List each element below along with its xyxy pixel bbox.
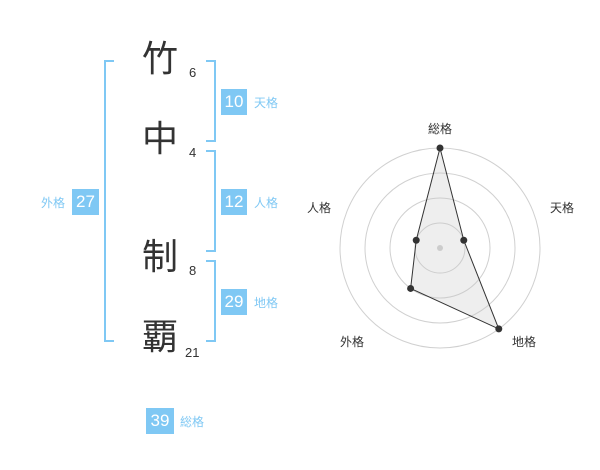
radar-point-2	[495, 325, 503, 333]
name-char-3: 制	[142, 237, 179, 278]
radar-label-soukaku: 総格	[428, 122, 453, 136]
soukaku-label: 総格	[180, 415, 205, 429]
radar-ring	[364, 172, 516, 324]
radar-label-gaikaku: 外格	[340, 335, 365, 349]
chikaku-label: 地格	[254, 296, 279, 310]
stroke-count-4: 21	[185, 345, 200, 360]
radar-label-tenkaku: 天格	[550, 201, 575, 215]
tenkaku-value: 10	[221, 89, 247, 115]
radar-point-3	[407, 284, 415, 292]
radar-shape	[407, 144, 503, 333]
jinkaku-bracket	[206, 150, 216, 252]
name-char-1: 竹	[142, 39, 179, 80]
radar-point-1	[460, 236, 468, 244]
soukaku-value: 39	[146, 408, 174, 434]
jinkaku-value: 12	[221, 189, 247, 215]
radar-label-jinkaku: 人格	[307, 201, 332, 215]
radar-center	[437, 245, 443, 251]
stroke-count-3: 8	[189, 263, 197, 278]
gaikaku-label: 外格	[41, 196, 66, 210]
gaikaku-bracket	[104, 60, 114, 342]
radar-point-4	[412, 236, 420, 244]
stroke-count-1: 6	[189, 65, 197, 80]
name-char-4: 覇	[142, 317, 179, 358]
tenkaku-label: 天格	[254, 96, 279, 110]
chikaku-value: 29	[221, 289, 247, 315]
gaikaku-value: 27	[72, 189, 99, 215]
stroke-count-2: 4	[189, 145, 197, 160]
radar-point-0	[436, 144, 444, 152]
name-char-2: 中	[142, 119, 179, 160]
tenkaku-bracket	[206, 60, 216, 142]
radar-ring	[389, 197, 491, 299]
radar-polygon	[410, 147, 500, 330]
chikaku-bracket	[206, 260, 216, 342]
jinkaku-label: 人格	[254, 196, 279, 210]
radar-label-chikaku: 地格	[512, 335, 537, 349]
